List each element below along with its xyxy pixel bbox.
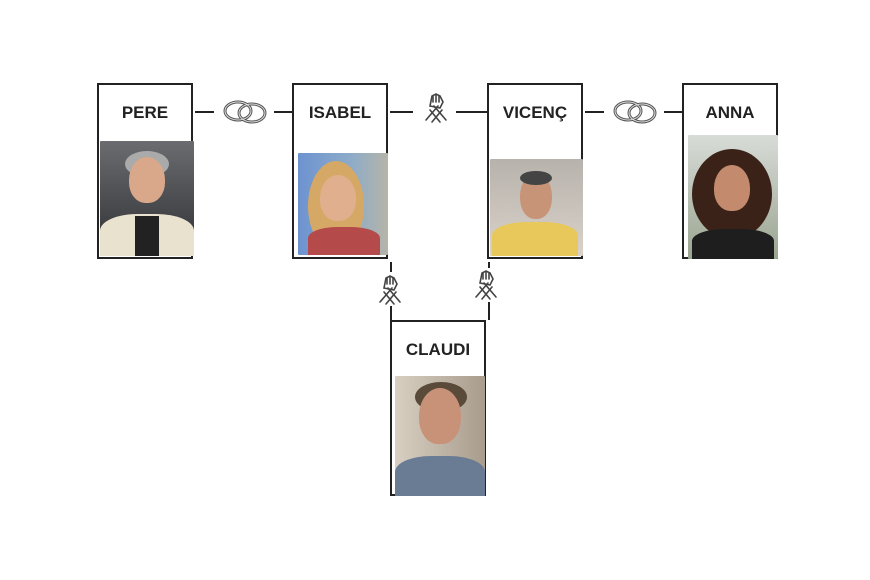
connector-isabel-vicenc [390, 93, 487, 123]
handshake-icon [425, 93, 447, 123]
person-photo [298, 153, 388, 255]
person-photo [688, 135, 778, 259]
person-name: PERE [121, 103, 169, 122]
handshake-icon [379, 275, 401, 305]
connector-isabel-claudi [379, 262, 401, 320]
person-name: ANNA [705, 103, 755, 122]
person-name: CLAUDI [405, 340, 471, 359]
person-card-pere: PERE [97, 83, 194, 259]
person-card-claudi: CLAUDI [390, 320, 486, 496]
connector-vicenc-anna [585, 100, 682, 124]
handshake-icon [475, 270, 497, 300]
person-card-isabel: ISABEL [292, 83, 388, 259]
person-photo [490, 159, 583, 256]
person-card-anna: ANNA [682, 83, 778, 259]
person-photo [395, 376, 485, 496]
wedding-rings-icon [223, 100, 267, 124]
person-name: ISABEL [308, 103, 372, 122]
wedding-rings-icon [613, 100, 657, 124]
person-photo [100, 141, 194, 256]
connector-pere-isabel [195, 100, 292, 124]
person-name: VICENÇ [502, 103, 568, 122]
person-card-vicenc: VICENÇ [487, 83, 583, 259]
connector-vicenc-claudi [475, 262, 497, 320]
